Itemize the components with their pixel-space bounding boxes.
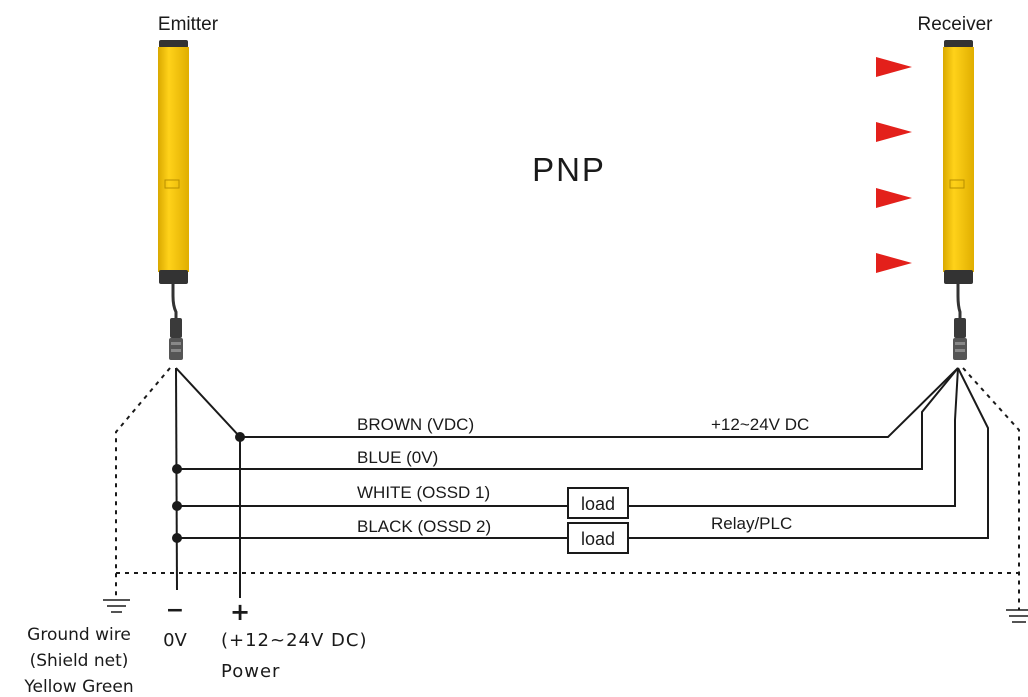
receiver-label: Receiver bbox=[918, 14, 994, 35]
load-label: load bbox=[581, 494, 615, 514]
wiring bbox=[115, 367, 1020, 610]
receiver-unit bbox=[943, 40, 974, 360]
blue-wire bbox=[177, 367, 959, 470]
wire-label-brown: BROWN (VDC) bbox=[357, 415, 474, 434]
beam-arrowhead bbox=[876, 188, 912, 208]
receiver-shield-line bbox=[962, 367, 1020, 610]
light-beams bbox=[228, 57, 912, 273]
emitter-shield-line bbox=[115, 367, 171, 600]
receiver-cable bbox=[956, 284, 962, 318]
emitter-unit bbox=[158, 40, 189, 360]
emitter-top-cap bbox=[159, 40, 188, 48]
emitter-0v-wire bbox=[175, 367, 178, 591]
power-label: Power bbox=[221, 661, 280, 682]
ground-label-line-1: Ground wire bbox=[27, 625, 131, 645]
load-label: load bbox=[581, 529, 615, 549]
emitter-cable bbox=[171, 284, 178, 318]
wire-label-white: WHITE (OSSD 1) bbox=[357, 483, 490, 502]
receiver-nameplate bbox=[949, 179, 965, 189]
white-wire-right bbox=[628, 367, 959, 507]
junction-dot bbox=[172, 501, 182, 511]
emitter-connector bbox=[170, 318, 182, 338]
beam-arrowhead bbox=[876, 253, 912, 273]
receiver-top-cap bbox=[944, 40, 973, 48]
beam-4 bbox=[228, 253, 912, 273]
beam-3 bbox=[228, 188, 912, 208]
junction-dot bbox=[172, 464, 182, 474]
receiver-bottom-cap bbox=[944, 270, 973, 284]
junction-dot bbox=[172, 533, 182, 543]
relay-label: Relay/PLC bbox=[711, 514, 792, 533]
black-wire-right bbox=[628, 367, 989, 539]
ground-label-line-2: (Shield net) bbox=[30, 651, 129, 671]
beam-1 bbox=[228, 57, 912, 77]
mode-label: PNP bbox=[532, 151, 606, 188]
emitter-nameplate bbox=[164, 179, 180, 189]
positive-terminal-label: (+12~24V DC) bbox=[221, 630, 367, 651]
load-box-2: load bbox=[567, 522, 629, 554]
beam-2 bbox=[228, 122, 912, 142]
receiver-housing bbox=[943, 47, 974, 272]
brown-wire bbox=[240, 367, 959, 438]
positive-terminal-symbol: + bbox=[230, 598, 250, 626]
wire-label-black: BLACK (OSSD 2) bbox=[357, 517, 491, 536]
load-box-1: load bbox=[567, 487, 629, 519]
negative-terminal-symbol: − bbox=[166, 598, 184, 623]
emitter-bottom-cap bbox=[159, 270, 188, 284]
junction-dot bbox=[235, 432, 245, 442]
beam-arrowhead bbox=[876, 57, 912, 77]
beam-arrowhead bbox=[876, 122, 912, 142]
ground-symbol-right bbox=[1006, 609, 1028, 623]
emitter-power-wire bbox=[175, 367, 241, 598]
ground-symbol-left bbox=[103, 599, 130, 613]
supply-label: +12~24V DC bbox=[711, 415, 809, 434]
ground-label-line-3: Yellow Green bbox=[23, 677, 133, 697]
emitter-housing bbox=[158, 47, 189, 272]
negative-terminal-label: 0V bbox=[163, 630, 187, 651]
wire-label-blue: BLUE (0V) bbox=[357, 448, 438, 467]
receiver-connector bbox=[954, 318, 966, 338]
emitter-label: Emitter bbox=[158, 14, 219, 35]
